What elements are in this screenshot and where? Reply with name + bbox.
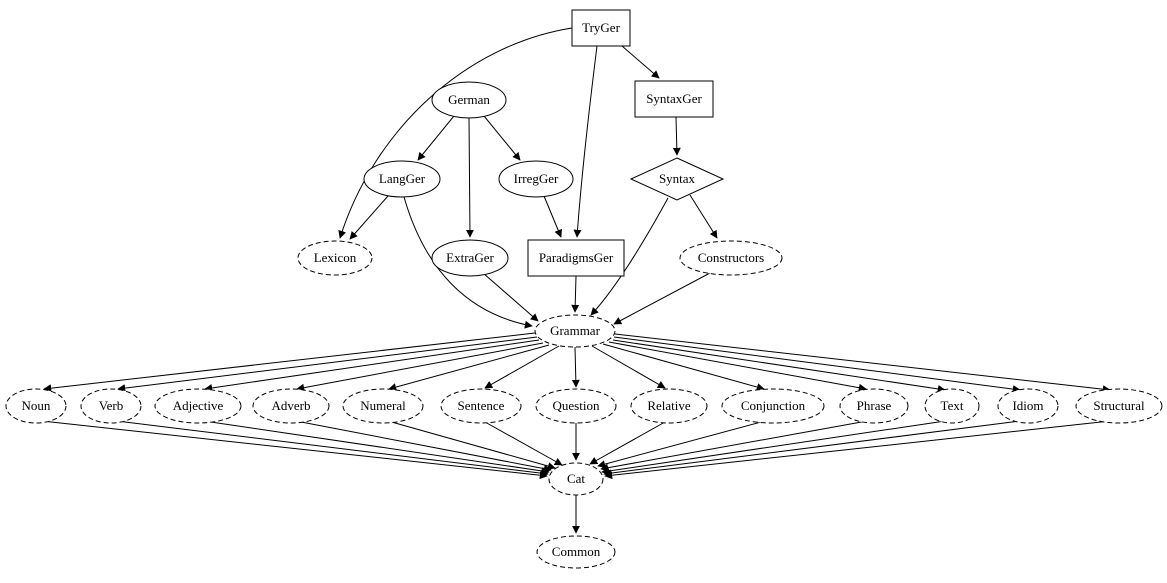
edge-layer [41, 27, 1111, 534]
node-sentence-label: Sentence [458, 398, 505, 413]
node-conjunction: Conjunction [721, 388, 825, 424]
edge-adjective-cat [203, 420, 550, 475]
node-noun-label: Noun [22, 398, 51, 413]
edge-grammar-verb [117, 336, 538, 393]
node-text: Text [924, 388, 980, 424]
node-extrager: ExtraGer [431, 239, 509, 277]
node-structural: Structural [1075, 388, 1163, 424]
node-text-label: Text [941, 398, 964, 413]
edge-noun-cat [41, 420, 548, 480]
edge-tryger-lexicon [338, 27, 573, 239]
node-syntax-label: Syntax [659, 171, 696, 186]
node-adjective: Adjective [154, 388, 242, 424]
node-syntax: Syntax [629, 157, 725, 201]
node-idiom-label: Idiom [1012, 398, 1043, 413]
edge-grammar-sentence [484, 345, 560, 389]
edge-phrase-cat [600, 420, 868, 472]
node-irregger: IrregGer [498, 160, 574, 198]
edge-syntax-constructors [689, 194, 718, 239]
edge-sentence-cat [484, 421, 563, 466]
edge-grammar-numeral [388, 344, 550, 391]
node-tryger-label: TryGer [582, 20, 620, 35]
edge-langger-grammar [403, 196, 533, 329]
edge-paradigmsger-grammar [571, 275, 580, 313]
node-adverb: Adverb [252, 388, 330, 424]
node-german-label: German [448, 92, 490, 107]
node-constructors-label: Constructors [698, 250, 764, 265]
node-adjective-label: Adjective [173, 398, 224, 413]
edge-tryger-paradigmsger [573, 45, 598, 238]
edge-grammar-question [571, 346, 580, 388]
node-common-label: Common [552, 544, 601, 559]
edge-text-cat [601, 420, 946, 475]
node-structural-label: Structural [1093, 398, 1145, 413]
edge-numeral-cat [387, 420, 556, 470]
node-relative-label: Relative [647, 398, 691, 413]
edge-relative-cat [589, 421, 666, 465]
edge-grammar-relative [591, 345, 666, 389]
edge-german-extrager [465, 117, 474, 238]
node-idiom: Idiom [997, 388, 1059, 424]
edge-german-irregger [483, 115, 521, 161]
node-verb-label: Verb [99, 398, 124, 413]
edge-grammar-noun [43, 332, 536, 393]
edge-grammar-phrase [608, 341, 867, 392]
edge-german-langger [417, 115, 455, 161]
node-grammar: Grammar [534, 314, 616, 348]
node-common: Common [536, 535, 616, 569]
node-verb: Verb [80, 388, 142, 424]
edge-grammar-adjective [204, 339, 540, 392]
node-adverb-label: Adverb [272, 398, 311, 413]
node-question-label: Question [553, 398, 600, 413]
node-german: German [431, 81, 507, 119]
node-cat-label: Cat [567, 471, 585, 486]
node-syntaxger: SyntaxGer [634, 80, 714, 118]
edge-syntaxger-syntax [672, 116, 681, 156]
node-sentence: Sentence [440, 388, 522, 424]
edge-syntax-grammar [590, 197, 669, 316]
edge-grammar-conjunction [602, 343, 765, 391]
edge-constructors-grammar [613, 272, 711, 325]
node-cat: Cat [548, 462, 604, 496]
node-relative: Relative [630, 388, 708, 424]
node-lexicon-label: Lexicon [314, 250, 357, 265]
edge-extrager-grammar [482, 272, 539, 322]
node-irregger-label: IrregGer [514, 171, 559, 186]
edge-grammar-idiom [613, 336, 1021, 394]
node-phrase-label: Phrase [857, 398, 892, 413]
node-numeral-label: Numeral [360, 398, 406, 413]
node-langger-label: LangGer [379, 171, 426, 186]
edge-idiom-cat [603, 420, 1021, 478]
edge-structural-cat [604, 420, 1111, 480]
node-tryger: TryGer [571, 9, 631, 47]
edge-conjunction-cat [597, 420, 766, 468]
node-grammar-label: Grammar [550, 323, 600, 338]
node-paradigmsger: ParadigmsGer [527, 239, 625, 277]
edge-verb-cat [116, 420, 549, 478]
edge-irregger-paradigmsger [543, 195, 562, 238]
node-conjunction-label: Conjunction [741, 398, 806, 413]
node-langger: LangGer [363, 160, 441, 198]
edge-grammar-text [612, 339, 946, 393]
node-syntaxger-label: SyntaxGer [646, 91, 702, 106]
node-lexicon: Lexicon [297, 240, 373, 276]
edge-grammar-structural [614, 333, 1111, 394]
edge-tryger-syntaxger [621, 45, 660, 79]
node-paradigmsger-label: ParadigmsGer [539, 250, 614, 265]
edge-langger-lexicon [349, 195, 389, 240]
node-extrager-label: ExtraGer [446, 250, 494, 265]
node-noun: Noun [5, 388, 67, 424]
edge-adverb-cat [295, 420, 552, 473]
node-phrase: Phrase [839, 388, 909, 424]
node-constructors: Constructors [679, 240, 783, 276]
node-question: Question [535, 388, 617, 424]
node-numeral: Numeral [342, 388, 424, 424]
edge-grammar-adverb [296, 342, 544, 392]
